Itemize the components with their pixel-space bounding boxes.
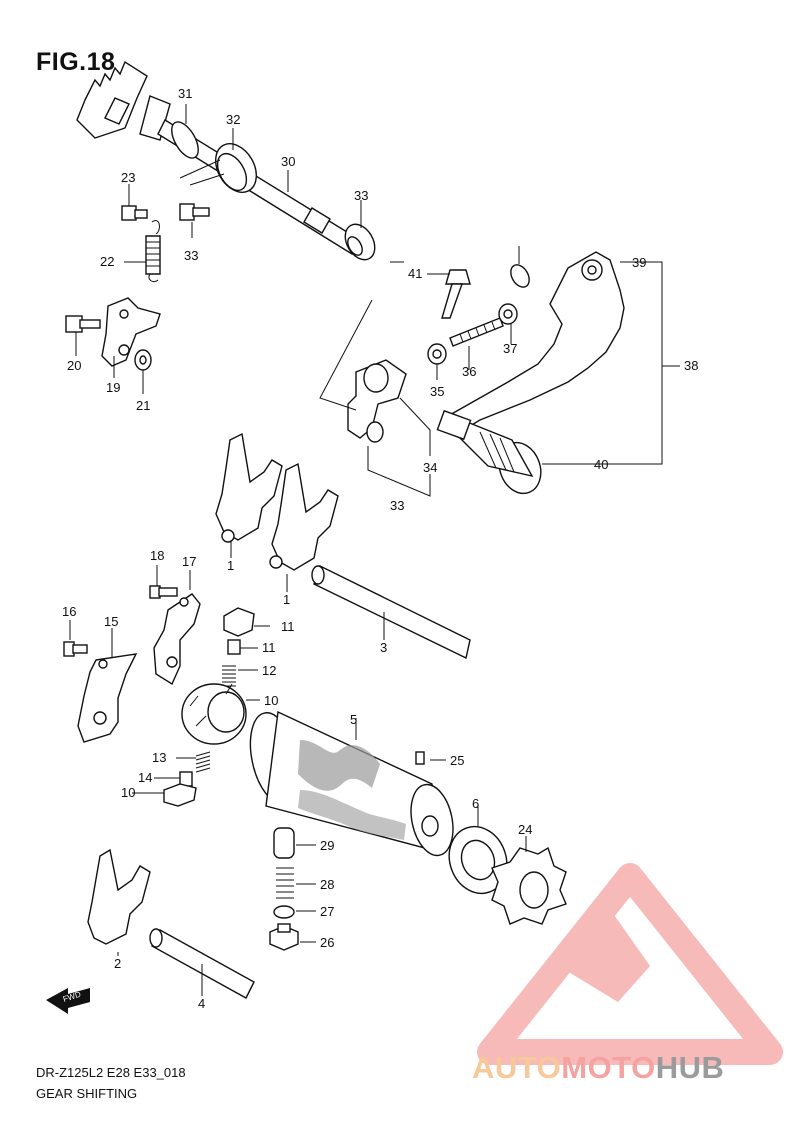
callout-11b: 13 — [152, 750, 166, 765]
callout-38: 39 — [632, 255, 646, 270]
spring-19 — [145, 220, 161, 283]
return-spring-29 — [179, 143, 257, 193]
shift-fork-1b — [269, 462, 339, 571]
callout-29: 32 — [226, 112, 240, 127]
diagram-name: GEAR SHIFTING — [36, 1086, 138, 1101]
callout-5: 5 — [350, 712, 357, 727]
callout-10b: 14 — [138, 770, 152, 785]
gearshift-stopper-16 — [101, 297, 161, 367]
callout-12: 15 — [104, 614, 118, 629]
callout-21: 24 — [518, 822, 532, 837]
bolt-20 — [121, 205, 148, 221]
callout-18: 21 — [136, 398, 150, 413]
callout-25: 28 — [320, 877, 334, 892]
callout-10a: 11 — [262, 640, 276, 655]
callout-20: 23 — [121, 170, 135, 185]
pin-22 — [415, 751, 425, 765]
cam-stopper-plate-14 — [153, 593, 201, 686]
pawl-9 — [223, 607, 255, 637]
callout-labels: 31 32 30 33 23 22 33 20 19 21 41 39 38 4… — [62, 86, 698, 1011]
callout-6: 6 — [472, 796, 479, 811]
callout-14: 17 — [182, 554, 196, 569]
callout-39: 40 — [594, 457, 608, 472]
callout-22: 25 — [450, 753, 464, 768]
watermark-part-auto: AUTO — [472, 1050, 562, 1085]
circlip-41 — [510, 264, 530, 288]
callout-4: 4 — [198, 996, 205, 1011]
washer-18 — [134, 349, 152, 371]
nut-35 — [498, 303, 518, 325]
spring-11a — [222, 665, 236, 687]
callout-23: 26 — [320, 935, 334, 950]
watermark-text: AUTOMOTOHUB — [472, 1050, 724, 1086]
bearing-31 — [344, 223, 376, 261]
spring-11b — [195, 751, 211, 773]
callout-31: 33 — [354, 188, 368, 203]
o-ring-24 — [273, 905, 295, 919]
shift-fork-2 — [87, 848, 151, 945]
callout-36: 35 — [430, 384, 444, 399]
bolt-40 — [441, 269, 471, 319]
gearshift-lever-37 — [446, 251, 625, 433]
shift-fork-shaft-4 — [149, 928, 255, 999]
bolt-15 — [149, 585, 178, 599]
callout-35: 37 — [503, 341, 517, 356]
callout-16: 19 — [106, 380, 120, 395]
callout-28: 31 — [178, 86, 192, 101]
callout-26: 29 — [320, 838, 334, 853]
bolt-17 — [65, 315, 101, 333]
callout-3: 3 — [380, 640, 387, 655]
figure-title: FIG.18 — [36, 48, 116, 76]
callout-19: 22 — [100, 254, 114, 269]
callout-11a: 12 — [262, 663, 276, 678]
callout-7: 10 — [264, 693, 278, 708]
watermark-logo — [477, 863, 783, 1065]
callout-2: 2 — [114, 956, 121, 971]
plug-23 — [269, 923, 299, 951]
watermark-part-moto: MOTO — [561, 1050, 656, 1085]
callout-33: 34 — [423, 460, 437, 475]
callout-1a: 1 — [227, 558, 234, 573]
cam-driven-gear-7 — [181, 683, 247, 745]
screw-13 — [63, 641, 88, 657]
callout-13: 16 — [62, 604, 76, 619]
callout-1b: 1 — [283, 592, 290, 607]
shift-fork-1a — [215, 432, 283, 543]
stopper-plate-12 — [77, 653, 138, 743]
callout-32: 33 — [390, 498, 404, 513]
pin-26 — [273, 827, 295, 859]
bolt-30 — [179, 203, 210, 221]
model-code: DR-Z125L2 E28 E33_018 — [36, 1065, 186, 1080]
callout-27: 30 — [281, 154, 295, 169]
leader-lines — [69, 104, 680, 996]
gearshift-link-32 — [347, 359, 407, 443]
callout-15: 18 — [150, 548, 164, 563]
gearshift-cam-stopper-21 — [491, 846, 567, 925]
pin-10a — [227, 639, 241, 655]
callout-9: 11 — [281, 619, 295, 634]
callout-40: 41 — [408, 266, 422, 281]
nut-36 — [427, 343, 447, 365]
fwd-arrow-icon: FWD — [46, 988, 90, 1014]
pawl-8 — [163, 783, 197, 807]
watermark-part-hub: HUB — [655, 1050, 725, 1085]
spring-25 — [276, 867, 294, 899]
callout-34: 36 — [462, 364, 476, 379]
washer-6 — [448, 825, 508, 895]
gearshift-cam-5 — [249, 710, 454, 857]
shift-fork-shaft-3 — [311, 565, 471, 660]
callout-17: 20 — [67, 358, 81, 373]
bolt-34 — [449, 317, 504, 347]
callout-8: 10 — [121, 785, 135, 800]
callout-30: 33 — [184, 248, 198, 263]
callout-37: 38 — [684, 358, 698, 373]
callout-24: 27 — [320, 904, 334, 919]
footrest-39 — [436, 409, 542, 495]
